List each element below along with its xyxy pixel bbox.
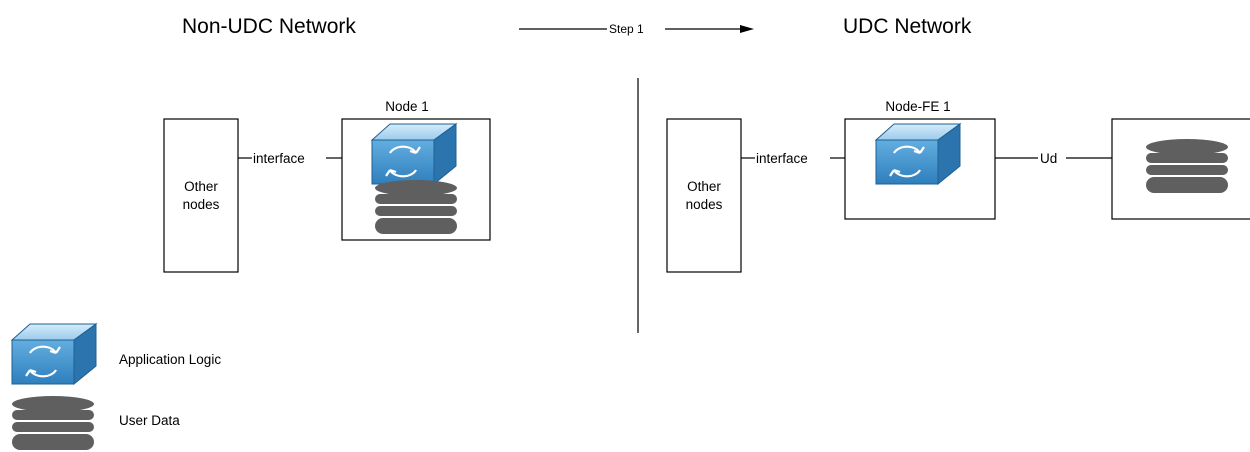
right-other-nodes-line1: Other — [687, 179, 721, 194]
right-interface-label: interface — [756, 151, 808, 166]
legend-user-data-label: User Data — [119, 413, 180, 428]
ud-label: Ud — [1040, 151, 1057, 166]
udr-database-icon — [1146, 139, 1228, 193]
title-udc: UDC Network — [843, 15, 972, 38]
arrowhead-icon — [740, 25, 754, 33]
title-non-udc: Non-UDC Network — [182, 15, 356, 38]
node1-label: Node 1 — [385, 99, 429, 114]
node-fe1-label: Node-FE 1 — [885, 99, 950, 114]
left-other-nodes-box — [163, 118, 239, 273]
right-other-nodes-box — [666, 118, 742, 273]
legend-database-icon — [12, 396, 94, 450]
node1-app-logic-icon — [370, 122, 458, 186]
left-interface-label: interface — [253, 151, 305, 166]
node-fe1-app-logic-icon — [874, 122, 962, 186]
right-other-nodes-line2: nodes — [686, 197, 723, 212]
legend-app-logic-label: Application Logic — [119, 352, 221, 367]
left-other-nodes-line1: Other — [184, 179, 218, 194]
step-label: Step 1 — [609, 22, 644, 36]
step-arrow: Step 1 — [519, 22, 754, 36]
node1-database-icon — [375, 180, 457, 234]
left-other-nodes-line2: nodes — [183, 197, 220, 212]
legend-app-logic-icon — [10, 322, 98, 386]
